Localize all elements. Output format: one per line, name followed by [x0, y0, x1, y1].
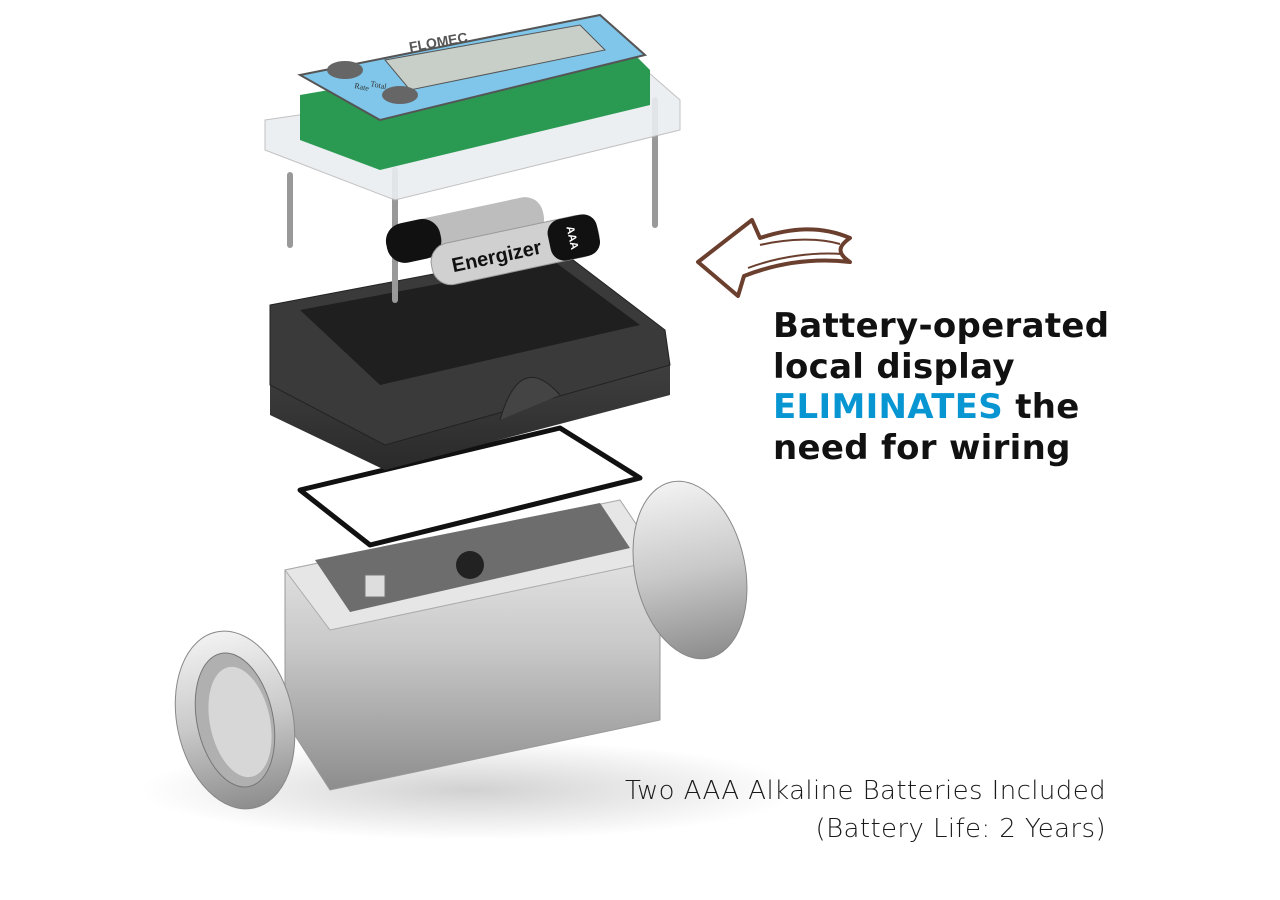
headline-line-3: ELIMINATES the [773, 387, 1109, 428]
total-button-label: Total [370, 79, 389, 91]
battery-enclosure [269, 249, 671, 470]
headline-line-3-rest: the [1003, 387, 1080, 427]
total-button [382, 86, 418, 104]
headline-highlight: ELIMINATES [773, 387, 1004, 427]
floor-shadow [140, 740, 800, 840]
battery-size-label: AAA [563, 225, 580, 251]
headline-line-4: need for wiring [773, 427, 1071, 468]
headline-line-1: Battery-operated [773, 306, 1110, 346]
caption-line-1: Two AAA Alkaline Batteries Included [624, 776, 1106, 806]
arrow-hatching [747, 238, 843, 269]
pointing-arrow-icon [696, 218, 852, 298]
rate-button [327, 61, 363, 79]
headline-line-2: local display [773, 346, 1015, 387]
battery-caption: Two AAA Alkaline Batteries Included (Bat… [625, 772, 1106, 848]
headline: Battery-operated local display ELIMINATE… [773, 306, 1109, 468]
rate-button-label: Rate [354, 81, 371, 93]
caption-line-2: (Battery Life: 2 Years) [815, 814, 1106, 844]
meter-body [174, 480, 748, 810]
aaa-batteries: Energizer AAA [385, 197, 601, 286]
gasket-o-ring [297, 425, 643, 548]
local-display-module: Rate Total FLOMEC [264, 13, 681, 201]
